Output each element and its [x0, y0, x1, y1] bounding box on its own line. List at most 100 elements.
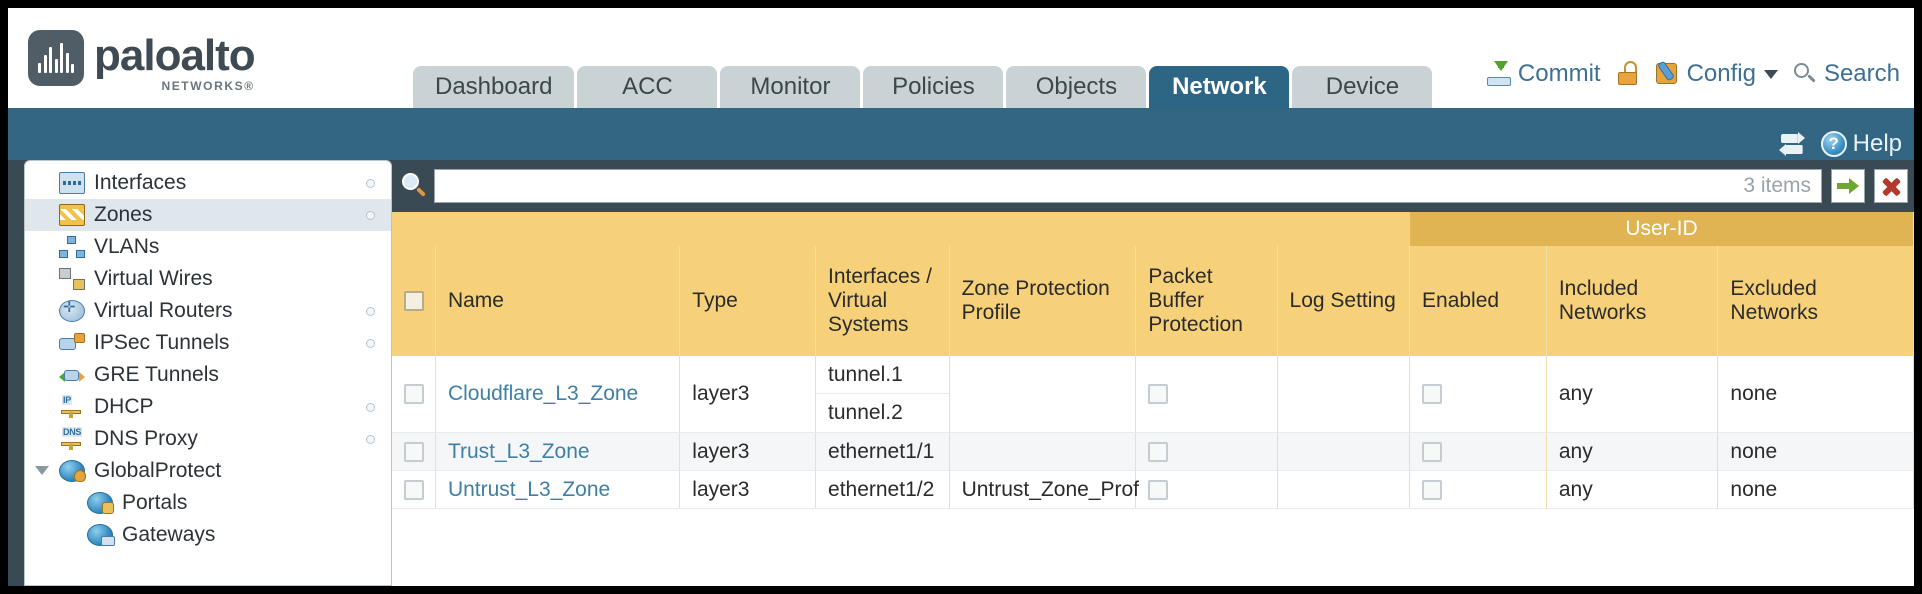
apply-filter-button[interactable] [1831, 169, 1865, 203]
cell-included-networks: any [1546, 356, 1719, 433]
sidebar-item-virtual-wires[interactable]: Virtual Wires [25, 263, 391, 295]
row-checkbox[interactable] [404, 384, 424, 405]
sidebar-item-dns-proxy[interactable]: DNS DNS Proxy [25, 423, 391, 455]
cell-packet-buffer-protection [1135, 356, 1278, 433]
table-group-header-row: User-ID [392, 212, 1914, 246]
help-button[interactable]: ? Help [1820, 130, 1902, 158]
filter-search-icon[interactable] [400, 172, 428, 200]
top-action-bar: Commit Config Search [1486, 60, 1900, 88]
status-dot [366, 179, 375, 188]
expander-triangle-icon[interactable] [35, 466, 49, 475]
tab-monitor[interactable]: Monitor [720, 66, 861, 108]
search-button[interactable]: Search [1792, 60, 1900, 88]
search-input[interactable]: 3 items [434, 169, 1822, 203]
cell-log-setting [1277, 470, 1411, 509]
commit-icon [1486, 61, 1512, 87]
tab-network[interactable]: Network [1149, 66, 1290, 108]
config-icon [1655, 60, 1681, 87]
col-header-interfaces[interactable]: Interfaces / Virtual Systems [815, 246, 950, 356]
col-header-excluded-networks[interactable]: Excluded Networks [1717, 246, 1914, 356]
packet-buffer-protection-checkbox[interactable] [1148, 384, 1169, 405]
row-checkbox[interactable] [404, 441, 424, 462]
cell-interfaces: ethernet1/1 [815, 432, 950, 471]
zone-name-link[interactable]: Cloudflare_L3_Zone [447, 382, 639, 405]
portals-icon [87, 492, 114, 514]
col-header-zone-protection-profile[interactable]: Zone Protection Profile [949, 246, 1137, 356]
gre-tunnels-icon [59, 364, 85, 386]
zones-table-body: Cloudflare_L3_Zone layer3 tunnel.1 tunne… [392, 356, 1914, 509]
cell-name: Cloudflare_L3_Zone [435, 356, 681, 433]
interfaces-icon [59, 172, 85, 194]
sidebar-item-gateways[interactable]: Gateways [25, 519, 391, 551]
col-header-packet-buffer-protection[interactable]: Packet Buffer Protection [1135, 246, 1278, 356]
col-header-included-networks[interactable]: Included Networks [1546, 246, 1719, 356]
refresh-icon[interactable] [1778, 131, 1805, 157]
tab-device[interactable]: Device [1292, 66, 1433, 108]
userid-enabled-checkbox[interactable] [1422, 384, 1443, 405]
gateways-icon [87, 524, 115, 546]
table-row[interactable]: Untrust_L3_Zone layer3 ethernet1/2 Untru… [392, 470, 1914, 509]
zones-table-container: User-ID Name Type Interfaces / Virtual S… [392, 212, 1914, 586]
tab-objects[interactable]: Objects [1006, 66, 1147, 108]
sidebar-item-gre-tunnels[interactable]: GRE Tunnels [25, 359, 391, 391]
top-header: paloalto NETWORKS® Dashboard ACC Monitor… [8, 8, 1914, 108]
cell-interfaces: tunnel.1 tunnel.2 [815, 356, 950, 433]
col-header-type[interactable]: Type [679, 246, 817, 356]
select-all-checkbox[interactable] [404, 291, 424, 312]
sidebar-item-dhcp[interactable]: IP DHCP [25, 391, 391, 423]
col-header-name[interactable]: Name [435, 246, 681, 356]
sidebar-item-label: Virtual Routers [94, 299, 233, 322]
cell-userid-enabled [1409, 356, 1547, 433]
zones-icon [59, 204, 85, 226]
cell-zone-protection-profile [949, 356, 1137, 433]
cell-log-setting [1277, 356, 1411, 433]
search-icon [1792, 61, 1818, 87]
status-dot [366, 435, 375, 444]
search-label: Search [1823, 60, 1900, 87]
sidebar-item-portals[interactable]: Portals [25, 487, 391, 519]
sidebar-item-interfaces[interactable]: Interfaces [25, 167, 391, 199]
vlans-icon [59, 236, 85, 258]
cell-userid-enabled [1409, 470, 1547, 509]
packet-buffer-protection-checkbox[interactable] [1148, 479, 1169, 500]
sidebar-item-vlans[interactable]: VLANs [25, 231, 391, 263]
sub-toolbar: ? Help [8, 108, 1914, 160]
interface-item: tunnel.1 [816, 356, 949, 394]
sidebar-item-zones[interactable]: Zones [25, 199, 391, 231]
row-checkbox[interactable] [404, 479, 424, 500]
filter-toolbar: 3 items [392, 160, 1914, 212]
zone-name-link[interactable]: Trust_L3_Zone [447, 439, 590, 463]
cell-excluded-networks: none [1717, 356, 1914, 433]
table-row[interactable]: Trust_L3_Zone layer3 ethernet1/1 [392, 432, 1914, 471]
lock-icon[interactable] [1615, 61, 1641, 87]
zone-name-link[interactable]: Untrust_L3_Zone [447, 477, 611, 501]
tab-acc[interactable]: ACC [577, 66, 718, 108]
tab-dashboard[interactable]: Dashboard [413, 66, 575, 108]
sidebar-item-label: IPSec Tunnels [94, 331, 230, 354]
cell-included-networks: any [1546, 432, 1719, 471]
brand-name: paloalto [94, 31, 256, 80]
userid-enabled-checkbox[interactable] [1422, 479, 1443, 500]
status-dot [366, 339, 375, 348]
col-header-log-setting[interactable]: Log Setting [1277, 246, 1411, 356]
row-select-cell [392, 356, 436, 433]
clear-filter-button[interactable] [1874, 169, 1908, 203]
userid-enabled-checkbox[interactable] [1422, 441, 1443, 462]
commit-button[interactable]: Commit [1486, 60, 1601, 88]
packet-buffer-protection-checkbox[interactable] [1148, 441, 1169, 462]
sidebar-item-globalprotect[interactable]: GlobalProtect [25, 455, 391, 487]
dhcp-icon: IP [59, 395, 85, 418]
help-icon: ? [1820, 131, 1847, 157]
group-header-userid: User-ID [1409, 212, 1914, 246]
col-header-enabled[interactable]: Enabled [1409, 246, 1547, 356]
tab-policies[interactable]: Policies [863, 66, 1004, 108]
help-label: Help [1852, 130, 1902, 157]
main-panel: 3 items [392, 160, 1914, 586]
group-header-blank [392, 212, 1411, 246]
commit-label: Commit [1517, 60, 1601, 87]
globalprotect-icon [59, 460, 86, 482]
sub-toolbar-actions: ? Help [1778, 130, 1902, 158]
sidebar-item-ipsec-tunnels[interactable]: IPSec Tunnels [25, 327, 391, 359]
config-menu[interactable]: Config [1655, 60, 1778, 88]
sidebar-item-virtual-routers[interactable]: Virtual Routers [25, 295, 391, 327]
